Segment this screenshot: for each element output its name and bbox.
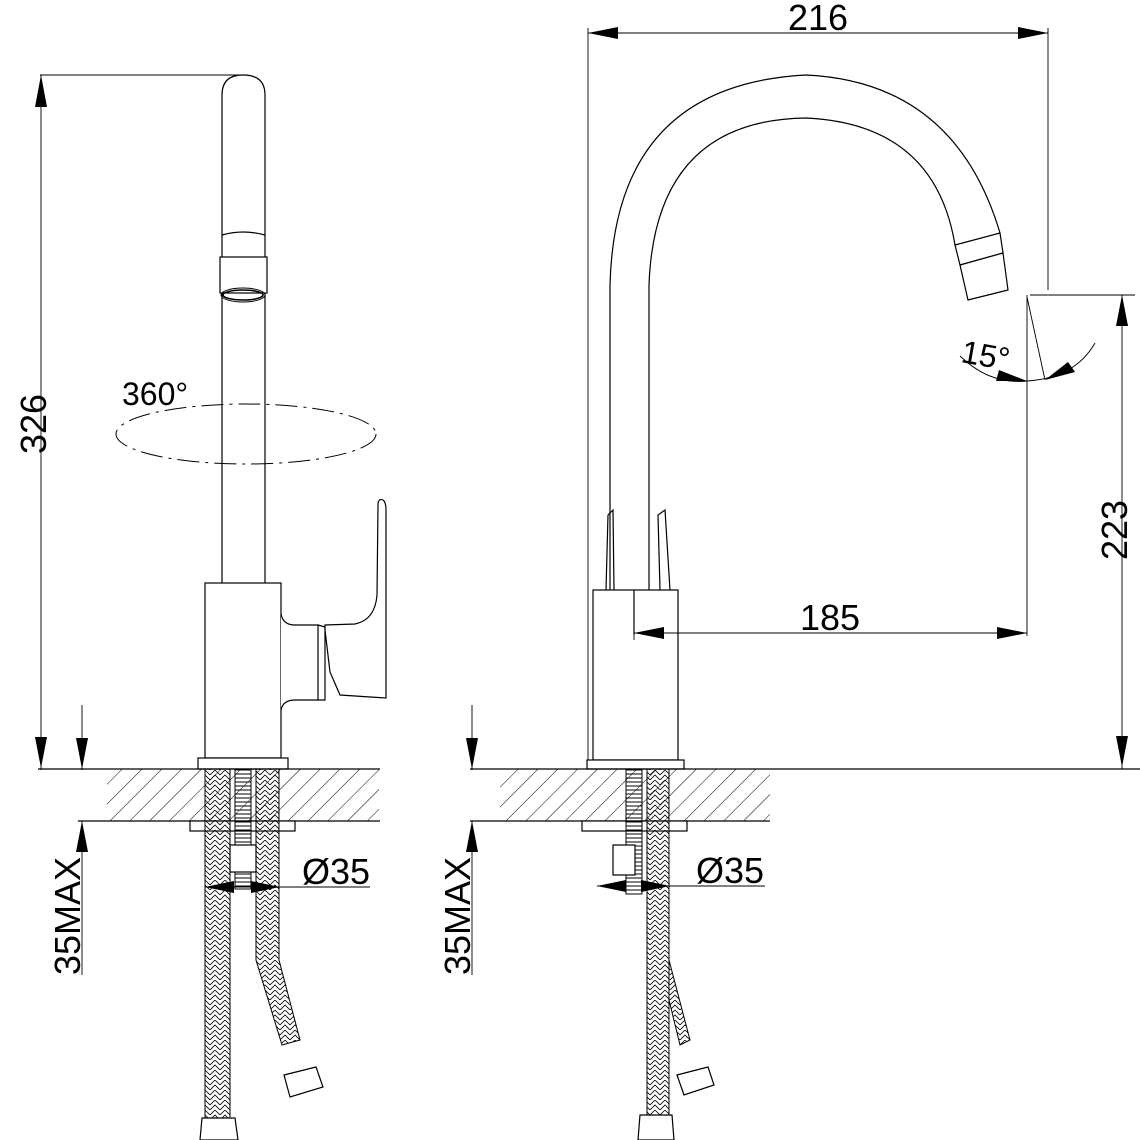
- angle-label: 15°: [959, 333, 1013, 377]
- faucet-body: [586, 508, 685, 770]
- rotation-label: 360°: [122, 376, 188, 412]
- rotation-indicator: 360°: [115, 376, 377, 465]
- hex-nut-icon: [676, 1066, 715, 1096]
- hex-nut-icon: [199, 1117, 239, 1140]
- reach-dimension: 185: [633, 295, 1028, 640]
- spout-tube: [219, 74, 268, 583]
- height-label: 326: [13, 394, 54, 454]
- mount-thickness-label: 35MAX: [47, 857, 88, 975]
- front-view: 216 185: [437, 0, 1140, 1140]
- faucet-body: [197, 498, 387, 770]
- hole-diameter-dimension: Ø35: [597, 850, 765, 892]
- reach-label: 185: [800, 597, 860, 638]
- width-dimension: 216: [587, 0, 1049, 760]
- hole-diameter-label: Ø35: [302, 851, 370, 892]
- hole-diameter-label: Ø35: [696, 850, 764, 891]
- countertop-section: [470, 768, 1140, 832]
- lever-handle: [324, 498, 387, 699]
- arrow-up-icon: [35, 75, 47, 107]
- supply-hoses: [199, 768, 324, 1140]
- arched-spout: [609, 74, 1009, 590]
- hex-nut-icon: [637, 1114, 675, 1140]
- mount-thickness-label: 35MAX: [437, 857, 478, 975]
- height-dimension: 326: [13, 74, 245, 770]
- hole-diameter-dimension: Ø35: [205, 851, 370, 893]
- side-view: 326 360°: [13, 74, 387, 1140]
- spout-height-label: 223: [1094, 500, 1135, 560]
- supply-hoses: [612, 768, 715, 1140]
- mount-thickness-dimension: 35MAX: [47, 705, 88, 975]
- spout-height-dimension: 223: [1030, 294, 1135, 769]
- angle-dimension: 15°: [959, 296, 1096, 382]
- arrow-down-icon: [35, 737, 47, 768]
- hex-nut-icon: [283, 1066, 324, 1098]
- mount-thickness-dimension: 35MAX: [437, 705, 478, 975]
- width-label: 216: [788, 0, 848, 38]
